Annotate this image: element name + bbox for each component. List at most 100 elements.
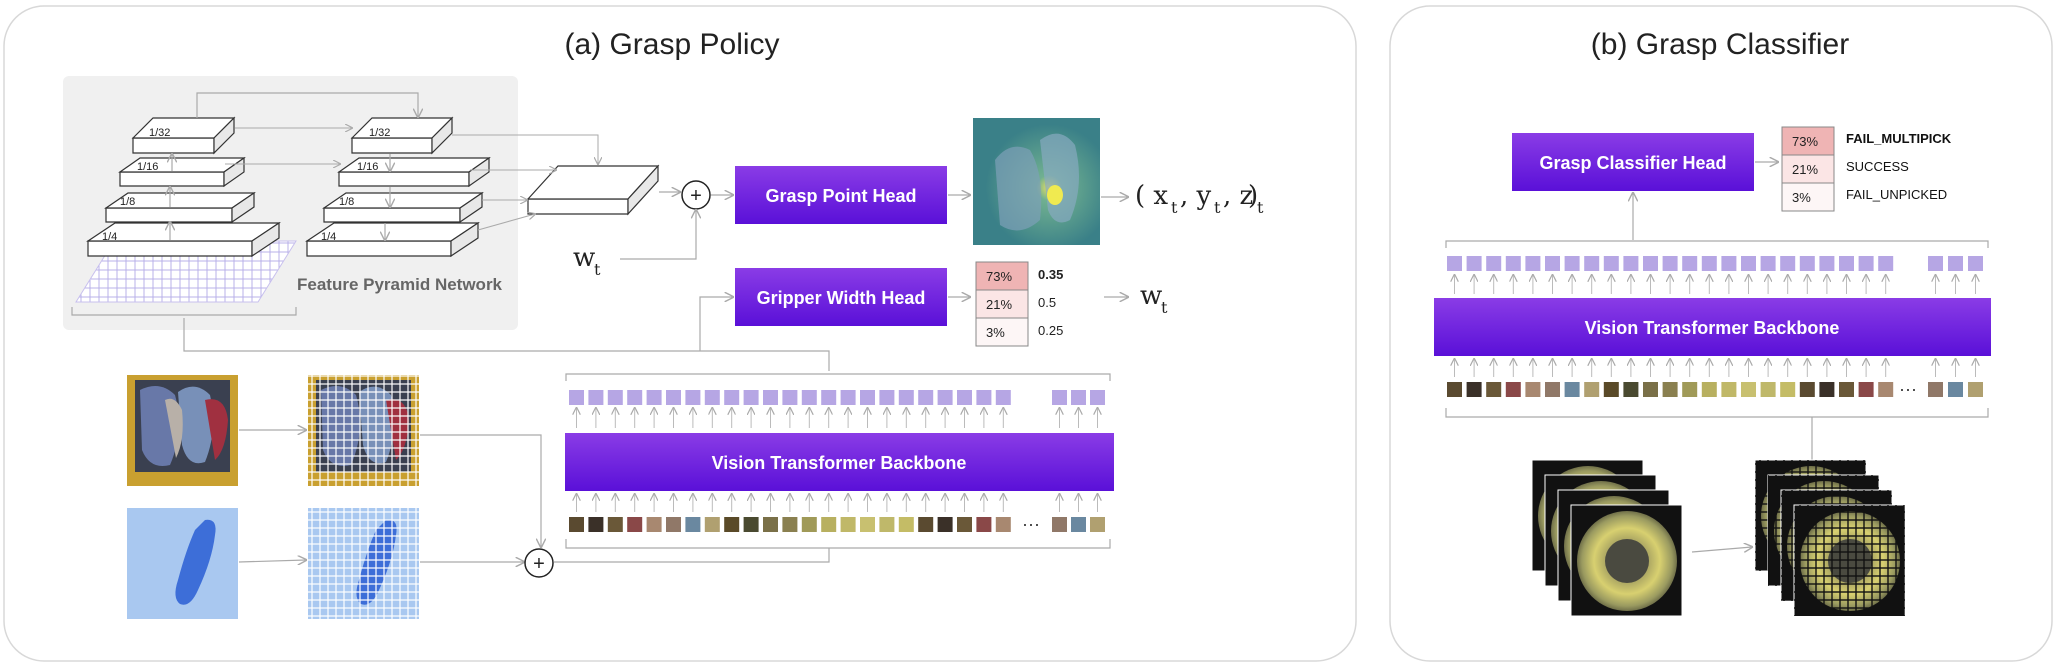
token <box>627 390 643 405</box>
image-patch <box>1968 382 1983 397</box>
token <box>1662 256 1678 271</box>
left-level-1-4: 1/4 <box>86 221 281 258</box>
image-patch <box>1928 382 1943 397</box>
image-patch <box>743 517 759 532</box>
right-label-1-4: 1/4 <box>321 231 336 243</box>
image-patch <box>995 517 1011 532</box>
token <box>1799 256 1815 271</box>
width-input-symbol: w t <box>573 243 601 279</box>
vit-output-arrows-b <box>1455 275 1976 294</box>
rgb-patchified-image <box>308 375 419 486</box>
image-patch <box>607 517 623 532</box>
image-patch <box>1858 382 1874 397</box>
rgb-input-image <box>127 375 238 486</box>
left-level-1-32: 1/32 <box>131 116 236 155</box>
right-label-1-16: 1/16 <box>357 161 378 173</box>
svg-text:SUCCESS: SUCCESS <box>1846 159 1909 174</box>
right-level-1-32: 1/32 <box>350 116 454 155</box>
svg-text:, y: , y <box>1180 181 1212 211</box>
mask-input-image <box>127 508 238 619</box>
image-patch <box>1721 382 1737 397</box>
token <box>918 390 934 405</box>
image-patch <box>821 517 837 532</box>
svg-text:t: t <box>1171 198 1178 217</box>
token <box>1819 256 1835 271</box>
vit-token-bracket-top <box>565 373 1111 381</box>
token <box>1052 390 1067 405</box>
token <box>1584 256 1600 271</box>
left-level-1-8: 1/8 <box>104 191 256 224</box>
patch-ellipsis-a: ··· <box>1022 514 1040 534</box>
width-output-symbol: w t <box>1140 281 1168 317</box>
right-label-1-8: 1/8 <box>339 196 354 208</box>
token <box>976 390 992 405</box>
right-level-1-8: 1/8 <box>322 191 484 224</box>
image-patch <box>1090 517 1105 532</box>
image-patch <box>1799 382 1815 397</box>
vit-output-tokens-a <box>569 390 1105 405</box>
token <box>704 390 720 405</box>
image-patch <box>588 517 604 532</box>
image-patch <box>1447 382 1462 397</box>
left-pyramid: 1/4 1/8 1/16 1/32 <box>86 116 281 258</box>
vit-output-arrows-a <box>577 408 1098 428</box>
token <box>1721 256 1737 271</box>
svg-text:w: w <box>573 243 595 273</box>
svg-text:): ) <box>1248 181 1258 211</box>
svg-text:FAIL_MULTIPICK: FAIL_MULTIPICK <box>1846 131 1952 146</box>
image-patch <box>860 517 875 532</box>
grasp-point-output: ( x t , y t , z t ) <box>1135 181 1264 217</box>
image-patch <box>1682 382 1698 397</box>
token <box>569 390 584 405</box>
svg-text:FAIL_UNPICKED: FAIL_UNPICKED <box>1846 187 1947 202</box>
class-prob-row: 3% FAIL_UNPICKED <box>1781 182 1947 212</box>
grasp-classifier-head-label: Grasp Classifier Head <box>1539 153 1726 173</box>
camera-image <box>1570 504 1683 617</box>
image-patch <box>879 517 895 532</box>
width-probability-table: 73% 0.35 21% 0.5 3% 0.25 <box>975 261 1063 347</box>
token <box>860 390 875 405</box>
image-patch <box>627 517 643 532</box>
svg-text:3%: 3% <box>1792 190 1811 205</box>
image-patch <box>724 517 740 532</box>
token <box>1505 256 1521 271</box>
image-patch <box>1545 382 1560 397</box>
class-probability-table: 73% FAIL_MULTIPICK 21% SUCCESS 3% FAIL_U… <box>1781 126 1952 212</box>
svg-text:t: t <box>594 260 601 279</box>
token <box>1564 256 1580 271</box>
camera-image-stack <box>1531 459 1683 617</box>
image-patch <box>666 517 681 532</box>
fpn-label: Feature Pyramid Network <box>297 275 503 294</box>
svg-text:w: w <box>1140 281 1162 311</box>
image-patch <box>569 517 584 532</box>
svg-text:21%: 21% <box>1792 162 1818 177</box>
vit-input-arrows-b <box>1455 359 1976 377</box>
token <box>1682 256 1698 271</box>
image-patch <box>957 517 972 532</box>
vit-backbone-b-label: Vision Transformer Backbone <box>1585 318 1840 338</box>
token <box>1858 256 1874 271</box>
image-patch <box>1760 382 1776 397</box>
token <box>995 390 1011 405</box>
token <box>1780 256 1796 271</box>
token <box>1948 256 1963 271</box>
svg-text:t: t <box>1161 298 1168 317</box>
image-patch <box>1780 382 1796 397</box>
fpn-top-connector <box>196 92 418 118</box>
image-patch <box>1819 382 1835 397</box>
right-pyramid: 1/4 1/8 1/16 1/32 <box>225 116 491 258</box>
vit-backbone-a-label: Vision Transformer Backbone <box>712 453 967 473</box>
token <box>1090 390 1105 405</box>
token <box>1071 390 1086 405</box>
token <box>1486 256 1502 271</box>
mask-patchified-image <box>308 508 419 619</box>
svg-text:3%: 3% <box>986 325 1005 340</box>
token <box>588 390 604 405</box>
width-prob-row: 3% 0.25 <box>975 317 1063 347</box>
image-patch <box>1525 382 1541 397</box>
token <box>1701 256 1717 271</box>
left-label-1-16: 1/16 <box>137 161 158 173</box>
vit-backbone-b: Vision Transformer Backbone <box>1434 298 1991 356</box>
token <box>957 390 972 405</box>
